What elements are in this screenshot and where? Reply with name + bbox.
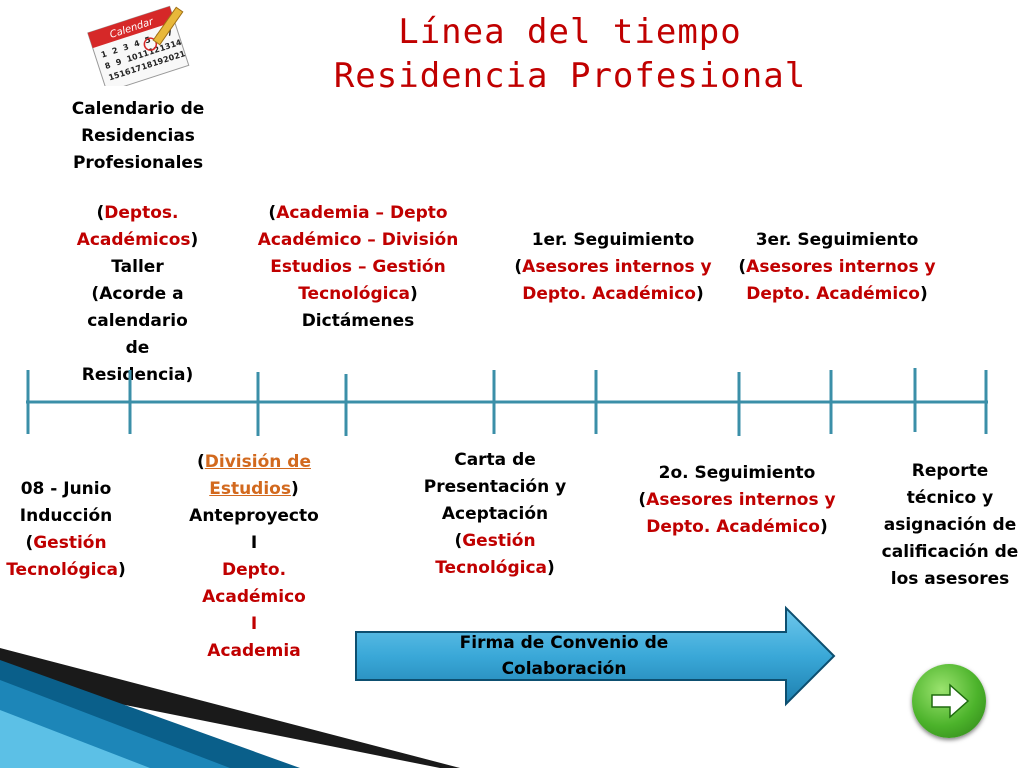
induccion-org: Gestión Tecnológica bbox=[6, 533, 118, 580]
calendar-day-number: 16 bbox=[118, 67, 132, 79]
seguimiento3-item: 3er. Seguimiento (Asesores internos y De… bbox=[738, 230, 936, 304]
calendar-icon: Calendar 1234567891011121314151617181920… bbox=[87, 5, 190, 86]
anteproyecto-item: (División de Estudios) Anteproyecto I De… bbox=[189, 452, 319, 661]
taller-org: Deptos. Académicos bbox=[76, 203, 191, 250]
convenio-label: Firma de Convenio de Colaboración bbox=[459, 633, 669, 679]
calendar-day-number: 8 bbox=[104, 61, 112, 71]
dictamenes-org: Academia – Depto Académico – División Es… bbox=[257, 203, 459, 304]
title-line2: Residencia Profesional bbox=[333, 56, 807, 96]
page-title: Línea del tiempo Residencia Profesional bbox=[250, 10, 890, 98]
calendar-day-number: 11 bbox=[137, 48, 151, 60]
calendar-day-number: 1 bbox=[100, 49, 108, 59]
dictamenes-item: (Academia – Depto Académico – División E… bbox=[257, 203, 459, 331]
calendar-day-number: 4 bbox=[133, 39, 141, 49]
calendar-day-number: 13 bbox=[158, 41, 171, 53]
seguimiento2-org: Asesores internos y Depto. Académico bbox=[646, 490, 836, 537]
seguimiento1-item: 1er. Seguimiento (Asesores internos y De… bbox=[514, 230, 712, 304]
anteproyecto-org: División de Estudios bbox=[204, 452, 311, 499]
induccion-item: 08 - Junio Inducción (Gestión Tecnológic… bbox=[6, 479, 126, 580]
calendar-day-number: 3 bbox=[122, 42, 130, 52]
calendario-label: Calendario de Residencias Profesionales bbox=[71, 99, 205, 173]
seguimiento3-org: Asesores internos y Depto. Académico bbox=[746, 257, 936, 304]
title-line1: Línea del tiempo bbox=[398, 12, 742, 52]
seguimiento1-org: Asesores internos y Depto. Académico bbox=[522, 257, 712, 304]
taller-item: (Deptos. Académicos) Taller (Acorde a ca… bbox=[76, 203, 199, 385]
calendar-day-number: 21 bbox=[173, 49, 187, 61]
calendar-day-number: 17 bbox=[129, 63, 142, 75]
calendar-day-number: 9 bbox=[115, 57, 123, 67]
calendar-day-number: 10 bbox=[126, 52, 140, 64]
carta-org: Gestión Tecnológica bbox=[435, 531, 547, 578]
calendar-day-number: 19 bbox=[151, 56, 165, 68]
corner-decoration bbox=[0, 648, 460, 768]
next-slide-button[interactable] bbox=[912, 664, 986, 738]
carta-item: Carta de Presentación y Aceptación (Gest… bbox=[423, 450, 567, 578]
calendar-day-number: 12 bbox=[147, 45, 160, 57]
convenio-arrow bbox=[355, 605, 836, 707]
calendar-day-number: 7 bbox=[166, 28, 174, 38]
calendar-day-number: 14 bbox=[169, 38, 183, 50]
calendar-day-number: 18 bbox=[140, 60, 154, 72]
reporte-item: Reporte técnico y asignación de califica… bbox=[881, 461, 1019, 589]
arrow-right-icon bbox=[931, 683, 970, 719]
calendar-day-number: 2 bbox=[111, 46, 119, 56]
timeline bbox=[26, 368, 988, 436]
calendar-day-number: 20 bbox=[162, 53, 176, 65]
seguimiento2-item: 2o. Seguimiento (Asesores internos y Dep… bbox=[638, 463, 836, 537]
calendar-day-number: 5 bbox=[144, 35, 152, 45]
calendar-day-number: 15 bbox=[107, 70, 121, 82]
